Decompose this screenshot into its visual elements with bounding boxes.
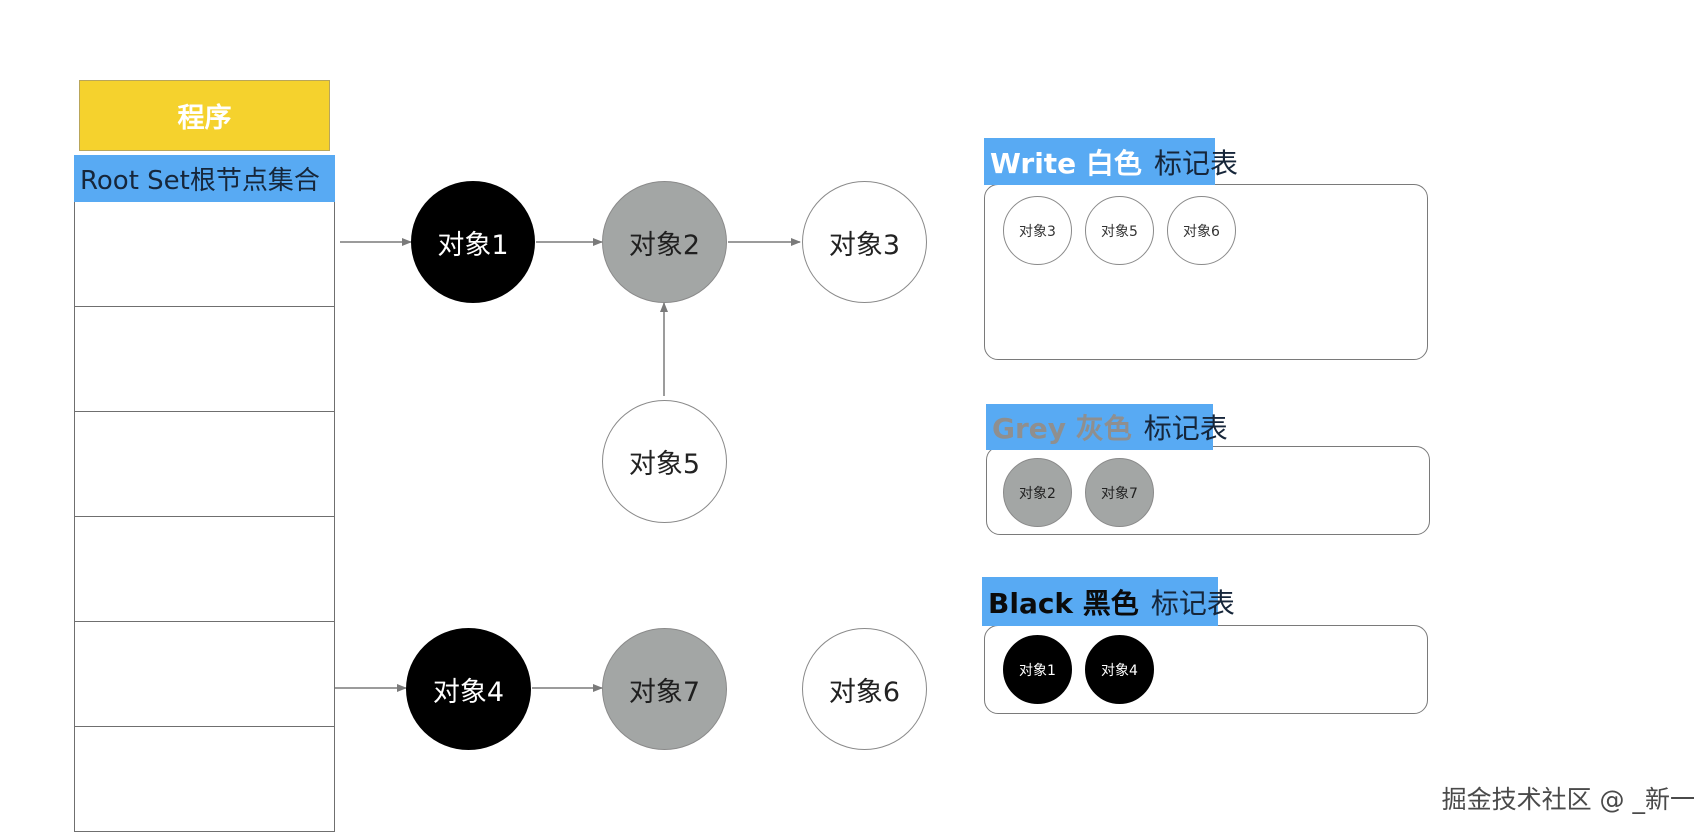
object-node-5: 对象5	[602, 400, 727, 523]
object-node-7-label: 对象7	[628, 676, 701, 708]
white-table-item: 对象5	[1085, 196, 1154, 265]
root-set-slot	[75, 202, 334, 307]
program-header: 程序	[79, 80, 330, 151]
object-node-6: 对象6	[802, 628, 927, 750]
object-node-4-label: 对象4	[432, 676, 505, 708]
watermark: 掘金技术社区 @ _新一	[1441, 785, 1695, 814]
grey-table-item-label: 对象7	[1101, 485, 1138, 502]
black-table-item: 对象1	[1003, 635, 1072, 704]
white-mark-table-suffix: 标记表	[1153, 146, 1238, 180]
black-mark-table-title: Black 黑色 标记表	[982, 577, 1235, 626]
grey-table-item: 对象2	[1003, 458, 1072, 527]
object-node-2: 对象2	[602, 181, 727, 303]
white-mark-table-title: Write 白色 标记表	[984, 138, 1238, 185]
black-table-item-label: 对象1	[1019, 662, 1056, 679]
object-node-2-label: 对象2	[628, 229, 701, 261]
white-table-item-label: 对象3	[1019, 223, 1056, 240]
object-node-5-label: 对象5	[628, 449, 701, 480]
black-table-item-label: 对象4	[1101, 662, 1138, 679]
grey-mark-table-title: Grey 灰色 标记表	[986, 404, 1228, 450]
white-table-item: 对象6	[1167, 196, 1236, 265]
black-mark-table-suffix: 标记表	[1150, 586, 1235, 620]
root-set-slot	[75, 622, 334, 727]
object-node-3: 对象3	[802, 181, 927, 303]
object-node-3-label: 对象3	[828, 229, 901, 261]
object-node-7: 对象7	[602, 628, 727, 750]
root-set-slot	[75, 307, 334, 412]
program-label: 程序	[177, 103, 232, 134]
grey-mark-table-key: Grey 灰色	[992, 412, 1132, 445]
root-set-label: Root Set根节点集合	[74, 155, 335, 202]
black-mark-table-key: Black 黑色	[988, 586, 1139, 620]
root-set-table	[74, 202, 335, 832]
grey-table-item: 对象7	[1085, 458, 1154, 527]
black-table-item: 对象4	[1085, 635, 1154, 704]
grey-table-item-label: 对象2	[1019, 485, 1056, 502]
object-node-1: 对象1	[411, 181, 535, 303]
white-table-item: 对象3	[1003, 196, 1072, 265]
root-set-slot	[75, 412, 334, 517]
object-node-1-label: 对象1	[437, 229, 509, 261]
white-table-item-label: 对象6	[1183, 223, 1220, 240]
object-node-4: 对象4	[406, 628, 531, 750]
root-set-title: Root Set根节点集合	[80, 166, 320, 196]
white-table-item-label: 对象5	[1101, 223, 1138, 240]
root-set-slot	[75, 517, 334, 622]
white-mark-table-key: Write 白色	[990, 146, 1142, 180]
grey-mark-table-suffix: 标记表	[1143, 412, 1228, 445]
object-node-6-label: 对象6	[828, 676, 901, 708]
